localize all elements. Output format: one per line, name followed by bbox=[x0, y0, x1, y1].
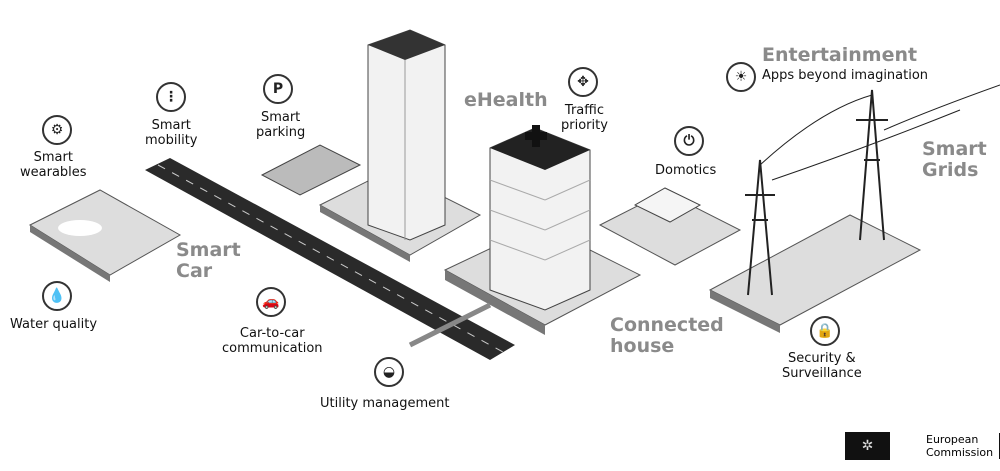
logo-line2: Commission bbox=[926, 446, 994, 459]
traffic-light-icon: ⋮ bbox=[156, 82, 186, 112]
label-smart-parking: Smart parking bbox=[256, 110, 306, 140]
label-apps: Apps beyond imagination bbox=[762, 68, 929, 83]
car-icon: 🚗 bbox=[256, 287, 286, 317]
label-smart-car: Smart Car bbox=[176, 239, 241, 282]
eu-flag-icon: ✲ bbox=[845, 432, 890, 460]
wearables-icon: ⚙ bbox=[42, 115, 72, 145]
label-smart-grids: Smart Grids bbox=[922, 138, 987, 181]
label-entertainment: Entertainment bbox=[762, 44, 918, 66]
label-security: Security & Surveillance bbox=[782, 351, 862, 381]
lightbulb-icon: ☀ bbox=[726, 62, 756, 92]
label-water-quality: Water quality bbox=[10, 317, 98, 332]
road bbox=[145, 158, 515, 360]
parking-platform bbox=[260, 144, 362, 196]
domotics-device-icon: ⏻ bbox=[674, 126, 704, 156]
water-drop-icon: 💧 bbox=[42, 281, 72, 311]
logo-line1: European bbox=[926, 433, 979, 446]
park-platform bbox=[28, 189, 182, 276]
label-domotics: Domotics bbox=[655, 163, 717, 178]
label-smart-mobility: Smart mobility bbox=[145, 118, 198, 148]
tall-building bbox=[367, 29, 446, 241]
power-pylons bbox=[745, 84, 1000, 296]
label-smart-wearables: Smart wearables bbox=[20, 150, 87, 180]
label-car-to-car: Car-to-car communication bbox=[222, 326, 323, 356]
directions-icon: ✥ bbox=[568, 67, 598, 97]
label-connected-house: Connected house bbox=[610, 314, 724, 357]
label-utility-management: Utility management bbox=[320, 396, 450, 411]
parking-icon: P bbox=[263, 74, 293, 104]
utility-pipe-icon: ◒ bbox=[374, 357, 404, 387]
lock-icon: 🔒 bbox=[810, 316, 840, 346]
label-traffic-priority: Traffic priority bbox=[561, 103, 608, 133]
label-ehealth: eHealth bbox=[464, 89, 548, 111]
